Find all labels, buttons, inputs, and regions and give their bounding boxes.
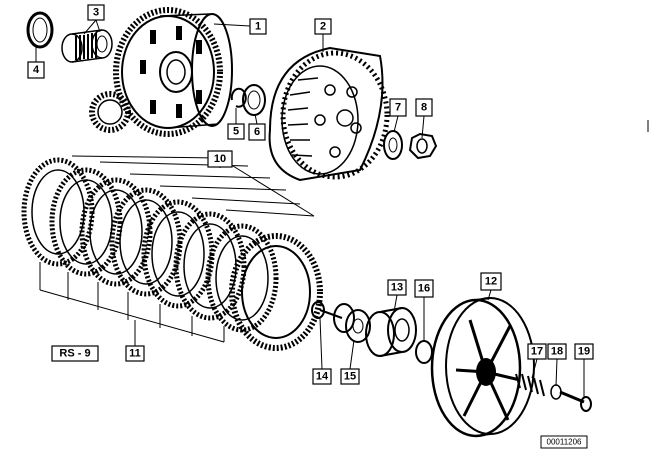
- part-washer-6: [242, 84, 266, 116]
- callout-8: 8: [415, 98, 433, 117]
- callout-5-text: 5: [233, 126, 239, 138]
- callout-18-text: 18: [551, 346, 563, 358]
- part-pressure-plate-12: [430, 297, 535, 438]
- callout-10: 10: [207, 150, 233, 168]
- callout-17-text: 17: [531, 346, 543, 358]
- callout-7-text: 7: [395, 102, 401, 114]
- callout-4-text: 4: [33, 64, 40, 76]
- callout-15-text: 15: [344, 371, 356, 383]
- callout-11-text: 11: [129, 348, 141, 360]
- model-label: RS - 9: [51, 345, 99, 362]
- callout-6-text: 6: [254, 126, 260, 138]
- part-ring-4: [26, 11, 54, 49]
- callout-3-text: 3: [93, 7, 99, 19]
- callout-16: 16: [414, 279, 434, 298]
- callout-4: 4: [27, 61, 45, 79]
- part-clutch-housing-1: [89, 7, 233, 137]
- callout-12-text: 12: [485, 276, 497, 288]
- callout-18: 18: [547, 343, 567, 360]
- callout-2: 2: [314, 18, 332, 35]
- callout-16-text: 16: [418, 283, 430, 295]
- part-clutch-hub-2: [268, 46, 390, 182]
- callout-6: 6: [248, 123, 266, 141]
- diagram-number: 00011206: [540, 435, 588, 449]
- part-washer-7: [383, 130, 403, 160]
- part-needle-bearing-3: [61, 29, 113, 63]
- part-pin-14: [311, 301, 343, 319]
- part-thrust-piece-15: [333, 303, 371, 343]
- callout-1: 1: [249, 18, 267, 35]
- model-label-text: RS - 9: [59, 348, 90, 360]
- callout-13: 13: [387, 279, 407, 296]
- diagram-number-text: 00011206: [547, 438, 583, 447]
- callout-17: 17: [527, 343, 547, 360]
- callout-8-text: 8: [421, 102, 427, 114]
- callout-13-text: 13: [391, 282, 403, 294]
- callout-5: 5: [227, 123, 245, 140]
- callout-15: 15: [340, 368, 360, 385]
- part-clutch-plates-10-11: [21, 155, 323, 351]
- part-ball-bearing-13: [365, 307, 417, 357]
- callout-11: 11: [125, 345, 145, 362]
- part-spring-17: [515, 373, 545, 397]
- part-bolt-19: [559, 390, 592, 412]
- callout-2-text: 2: [320, 21, 326, 33]
- callout-7: 7: [389, 98, 407, 117]
- callout-3: 3: [87, 4, 105, 21]
- callout-1-text: 1: [255, 21, 261, 33]
- callout-19-text: 19: [578, 346, 590, 358]
- callout-12: 12: [480, 272, 502, 291]
- part-snap-ring-16: [415, 340, 433, 364]
- callout-19: 19: [574, 343, 594, 360]
- callout-14: 14: [312, 368, 332, 385]
- callout-10-text: 10: [214, 153, 226, 165]
- part-washer-18: [550, 384, 562, 400]
- callout-14-text: 14: [316, 371, 329, 383]
- part-hex-nut-8: [408, 132, 438, 160]
